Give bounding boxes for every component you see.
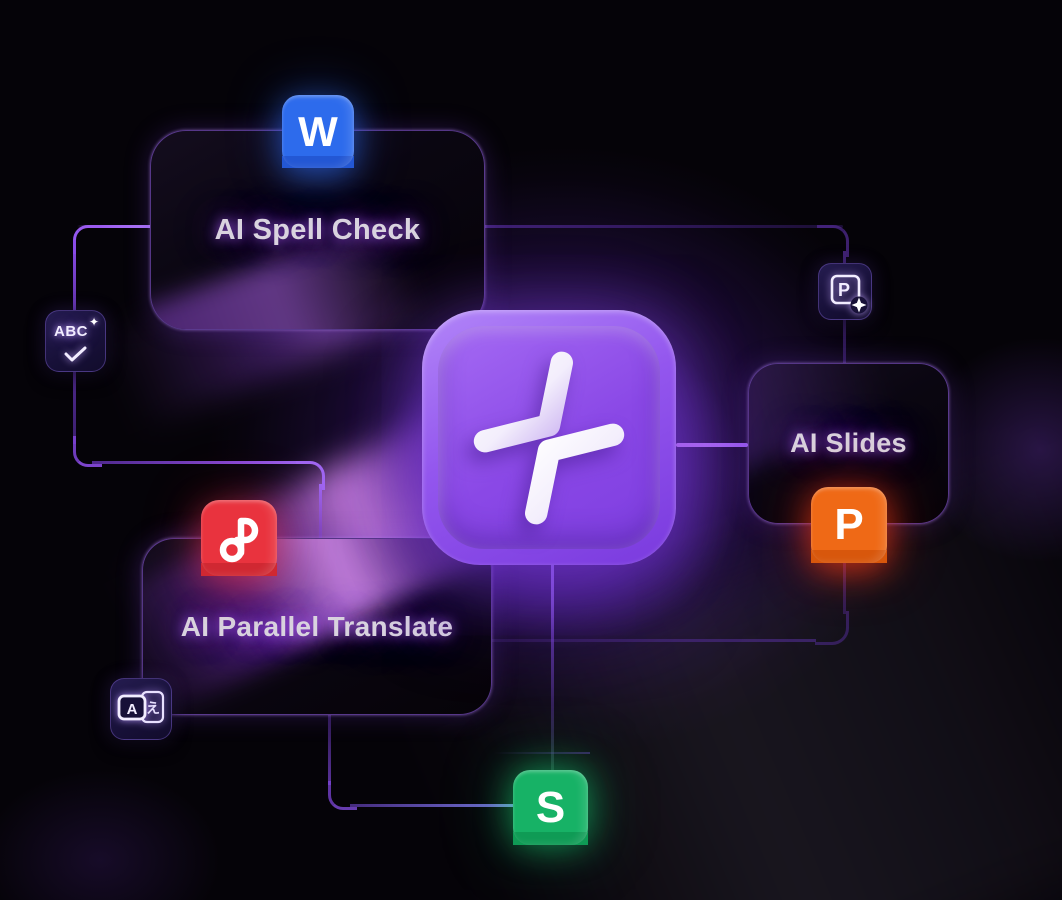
abc-text: ABC bbox=[54, 323, 88, 340]
connector-line bbox=[551, 564, 554, 772]
translate-left-letter: A bbox=[127, 701, 138, 718]
spell-check-abc-icon: ABC ✦ bbox=[45, 310, 106, 372]
spell-check-label: AI Spell Check bbox=[214, 213, 421, 246]
connector-line bbox=[92, 461, 304, 464]
pdf-logo-glyph bbox=[219, 517, 259, 563]
ai-logo bbox=[422, 310, 676, 565]
connector-corner bbox=[817, 225, 849, 257]
background-haze bbox=[0, 740, 260, 900]
sparkle-icon: ✦ bbox=[88, 315, 99, 329]
badge-bottom-strip bbox=[282, 155, 354, 168]
connector-corner bbox=[815, 611, 849, 645]
connector-corner bbox=[73, 436, 102, 467]
slides-label: AI Slides bbox=[790, 428, 907, 458]
ai-presentation-icon: P bbox=[818, 263, 872, 320]
connector-line bbox=[350, 804, 515, 807]
presentation-app-icon: P bbox=[811, 487, 887, 563]
checkmark-icon bbox=[64, 346, 87, 362]
spreadsheet-letter: S bbox=[535, 782, 566, 832]
badge-bottom-strip bbox=[811, 550, 887, 563]
connector-corner bbox=[328, 781, 357, 810]
parallel-translate-card: AI Parallel Translate bbox=[142, 538, 492, 715]
pdf-app-icon bbox=[201, 500, 277, 576]
ai-logo-face bbox=[438, 326, 660, 549]
translate-icon: え A bbox=[110, 678, 172, 740]
connector-line bbox=[490, 639, 816, 642]
translate-right-letter: え bbox=[146, 700, 160, 716]
word-app-icon: W bbox=[282, 95, 354, 168]
connector-line bbox=[494, 752, 590, 754]
badge-bottom-strip bbox=[513, 832, 588, 845]
spreadsheet-app-icon: S bbox=[513, 770, 588, 845]
connector-line bbox=[676, 443, 748, 447]
connector-corner bbox=[296, 461, 325, 490]
ai-presentation-glyph: P bbox=[830, 274, 868, 314]
parallel-translate-label: AI Parallel Translate bbox=[180, 610, 454, 642]
word-letter: W bbox=[298, 107, 338, 155]
ai-presentation-letter: P bbox=[838, 280, 850, 300]
translate-glyph: え A bbox=[117, 690, 165, 724]
ai-star-icon bbox=[473, 351, 625, 524]
presentation-letter: P bbox=[834, 500, 864, 549]
connector-line bbox=[328, 713, 331, 785]
connector-corner bbox=[73, 225, 102, 254]
